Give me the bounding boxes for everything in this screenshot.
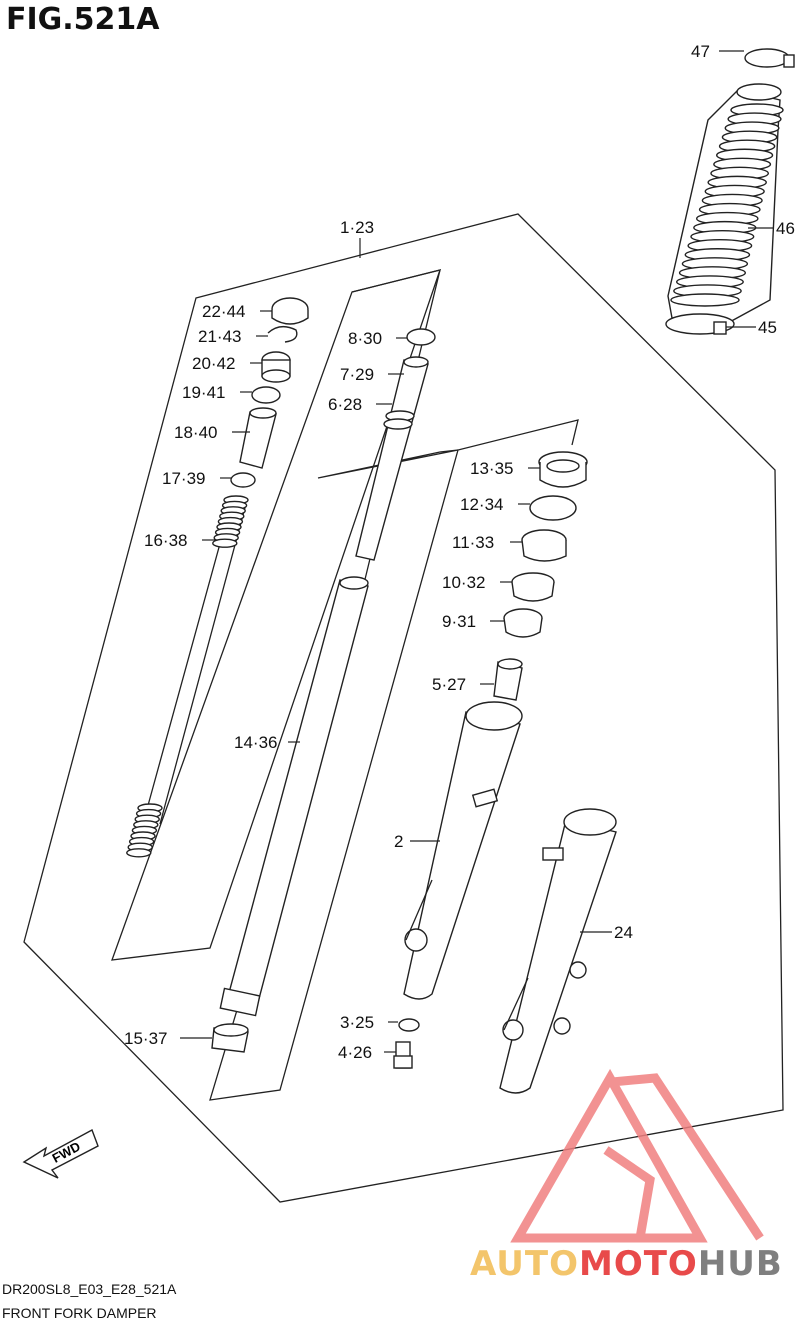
callout-7-29: 7·29 bbox=[340, 365, 374, 384]
callout-15-37: 15·37 bbox=[124, 1029, 167, 1048]
seal-washer bbox=[521, 529, 567, 562]
callout-24: 24 bbox=[614, 923, 633, 942]
callout-20-42: 20·42 bbox=[192, 354, 235, 373]
callout-9-31: 9·31 bbox=[442, 612, 476, 631]
logo-part-moto: MOTO bbox=[578, 1244, 698, 1284]
callout-4-26: 4·26 bbox=[338, 1043, 372, 1062]
snap-ring-top bbox=[267, 325, 298, 343]
callout-6-28: 6·28 bbox=[328, 395, 362, 414]
callout-labels: 47 46 45 1·23 22·44 21·43 20·42 19·41 18… bbox=[124, 42, 795, 1062]
callout-45: 45 bbox=[758, 318, 777, 337]
frame-line-a bbox=[209, 269, 579, 1101]
oil-lock-piece bbox=[493, 658, 523, 701]
spring-coil bbox=[126, 848, 152, 858]
inner-tube bbox=[219, 576, 369, 1017]
callout-11-33: 11·33 bbox=[452, 533, 494, 552]
callout-16-38: 16·38 bbox=[144, 531, 187, 550]
washer-19 bbox=[251, 386, 281, 404]
callout-1-23: 1·23 bbox=[340, 218, 374, 237]
callout-3-25: 3·25 bbox=[340, 1013, 374, 1032]
spring-spacer bbox=[239, 407, 277, 469]
callout-14-36: 14·36 bbox=[234, 733, 277, 752]
boot-clamp-bottom bbox=[713, 321, 727, 335]
callout-12-34: 12·34 bbox=[460, 495, 503, 514]
outer-tube-left bbox=[403, 701, 523, 1000]
diagram-code: DR200SL8_E03_E28_521A bbox=[2, 1281, 177, 1297]
washer-17 bbox=[230, 472, 256, 488]
callout-17-39: 17·39 bbox=[162, 469, 205, 488]
automotohub-wordmark: AUTOMOTOHUB bbox=[470, 1244, 783, 1284]
drain-washer bbox=[398, 1018, 420, 1032]
fork-boot bbox=[665, 83, 784, 335]
boot-rib bbox=[670, 293, 740, 307]
callout-19-41: 19·41 bbox=[182, 383, 225, 402]
logo-part-hub: HUB bbox=[697, 1244, 783, 1284]
callout-2: 2 bbox=[394, 832, 403, 851]
boot-clamp-top bbox=[744, 48, 795, 68]
callout-21-43: 21·43 bbox=[198, 327, 241, 346]
callout-5-27: 5·27 bbox=[432, 675, 466, 694]
snap-ring-seal bbox=[529, 495, 577, 521]
guide-bushing-inner bbox=[503, 608, 543, 638]
damper-rod bbox=[355, 356, 429, 561]
fwd-arrow-icon: FWD bbox=[22, 1129, 99, 1179]
drain-bolt bbox=[393, 1041, 413, 1069]
callout-18-40: 18·40 bbox=[174, 423, 217, 442]
fork-spring bbox=[126, 495, 249, 858]
assembly-frame-outer bbox=[23, 213, 784, 1203]
logo-part-auto: AUTO bbox=[470, 1244, 579, 1284]
callout-46: 46 bbox=[776, 219, 795, 238]
damper-ring bbox=[406, 328, 436, 346]
callout-13-35: 13·35 bbox=[470, 459, 513, 478]
automotohub-logo-icon bbox=[510, 1068, 764, 1243]
callout-22-44: 22·44 bbox=[202, 302, 245, 321]
callout-10-32: 10·32 bbox=[442, 573, 485, 592]
outer-tube-right bbox=[499, 808, 617, 1094]
spring-plug bbox=[261, 351, 291, 383]
callout-47: 47 bbox=[691, 42, 710, 61]
oil-seal bbox=[538, 451, 588, 488]
guide-bushing-outer bbox=[511, 572, 555, 602]
spring-coil bbox=[212, 538, 238, 548]
figure-title: FIG.521A bbox=[6, 2, 160, 37]
diagram-name: FRONT FORK DAMPER bbox=[2, 1305, 157, 1321]
callout-leaders bbox=[180, 50, 774, 1053]
callout-8-30: 8·30 bbox=[348, 329, 382, 348]
tube-bushing bbox=[211, 1023, 249, 1053]
fork-cap bbox=[271, 297, 309, 325]
